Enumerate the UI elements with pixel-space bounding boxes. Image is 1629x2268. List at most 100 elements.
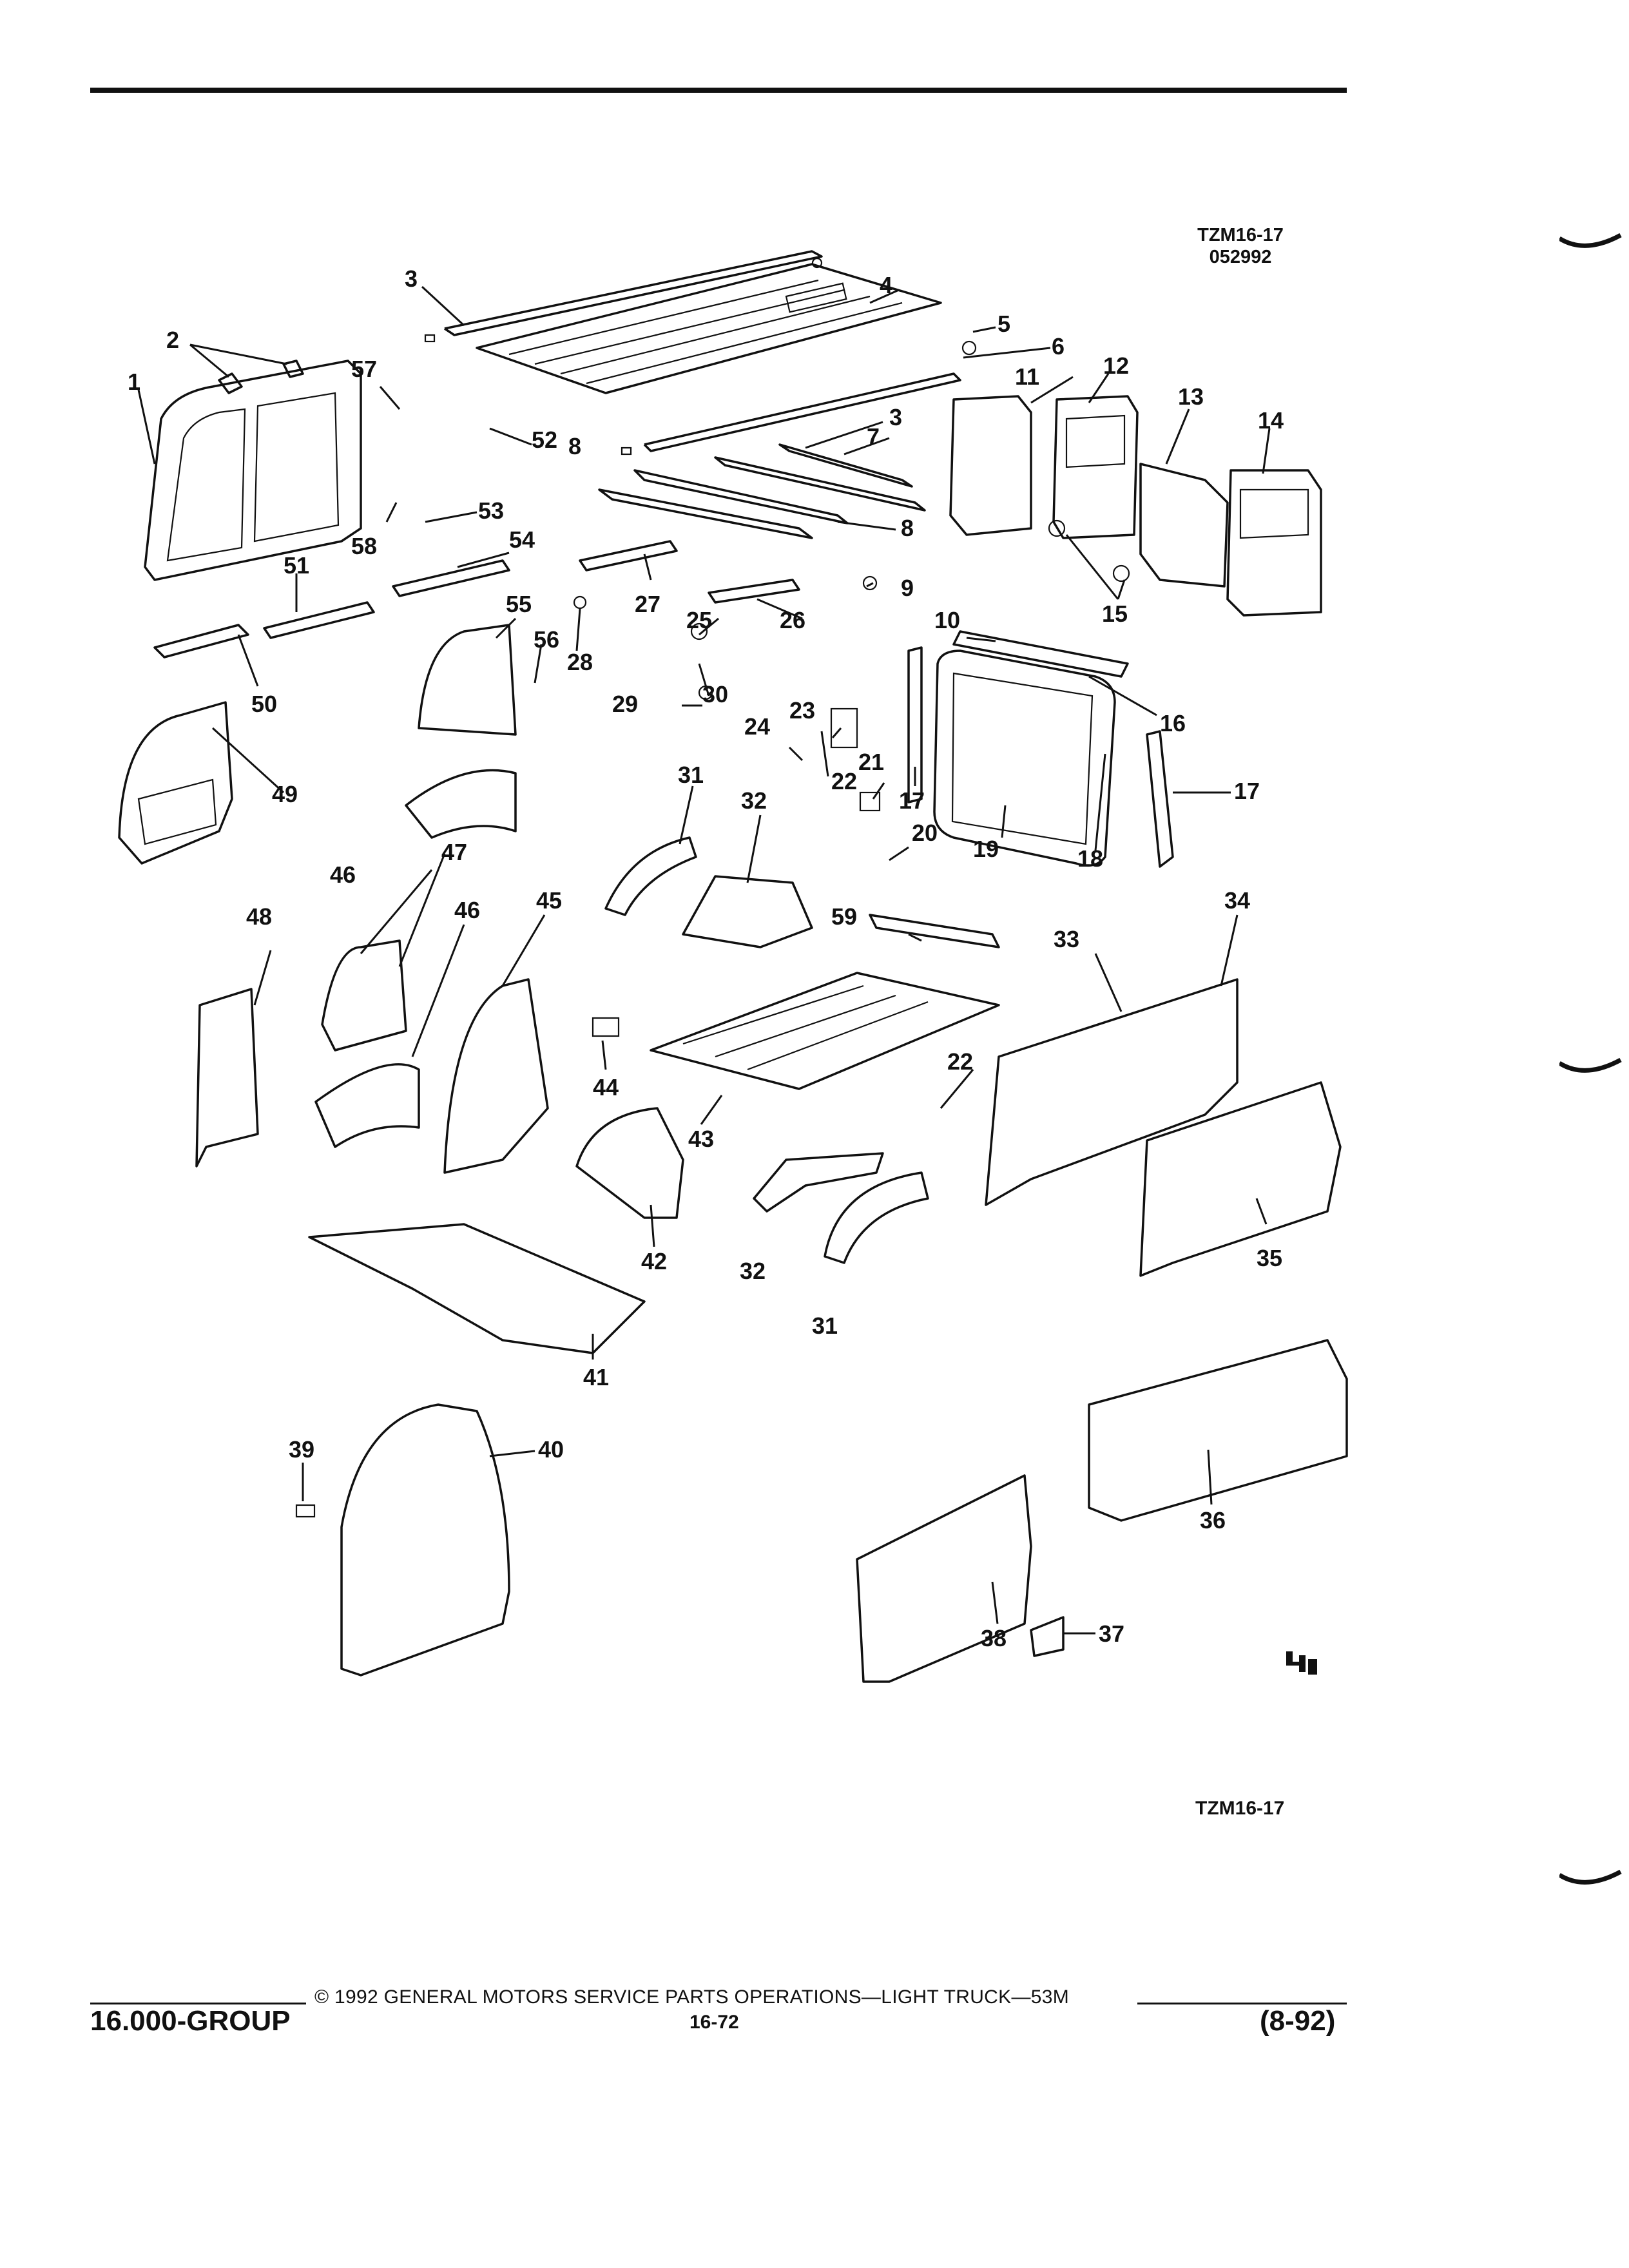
- callout-20: 20: [912, 820, 938, 846]
- revision-date: (8-92): [1260, 2005, 1336, 2037]
- callout-3: 3: [405, 265, 418, 292]
- body-side-frame: [144, 360, 362, 581]
- callout-56: 56: [534, 626, 559, 653]
- callout-6: 6: [1052, 333, 1065, 360]
- rear-quarter-panels: [856, 1339, 1348, 1683]
- callout-54: 54: [509, 526, 535, 553]
- side-panels-middle: [195, 624, 549, 1174]
- callout-4: 4: [880, 272, 892, 298]
- page-number: 16-72: [689, 2012, 739, 2033]
- callout-57: 57: [351, 356, 377, 382]
- callout-23: 23: [789, 697, 815, 724]
- callout-16: 16: [1160, 710, 1186, 736]
- callout-26: 26: [780, 607, 805, 633]
- callout-46: 46: [454, 897, 480, 923]
- callout-47: 47: [441, 839, 467, 865]
- figure-reference-bottom: TZM16-17: [1195, 1798, 1285, 1819]
- callout-12: 12: [1103, 352, 1129, 379]
- callout-40: 40: [538, 1436, 564, 1463]
- callout-44: 44: [593, 1074, 619, 1100]
- callout-50: 50: [251, 691, 277, 717]
- callout-32: 32: [740, 1258, 766, 1284]
- front-door: [118, 701, 233, 865]
- callout-1: 1: [128, 369, 140, 395]
- copyright-line: © 1992 GENERAL MOTORS SERVICE PARTS OPER…: [314, 1986, 1070, 2008]
- pillars: [907, 646, 1174, 868]
- margin-mark: [1559, 233, 1622, 248]
- figure-id: TZM16-17: [1197, 225, 1284, 245]
- margin-mark: [1559, 1869, 1622, 1885]
- roof-bows: [598, 443, 926, 539]
- callout-15: 15: [1102, 601, 1128, 627]
- callout-29: 29: [612, 691, 638, 717]
- callout-25: 25: [686, 607, 712, 633]
- callout-48: 48: [246, 903, 272, 930]
- callout-labels: 1 2 3 3 4 5 6 7 8 8 9 10 11 12 13 14 15 …: [128, 265, 1284, 1651]
- callout-2: 2: [166, 327, 179, 353]
- front-floor: [308, 1223, 646, 1354]
- callout-22: 22: [947, 1048, 973, 1075]
- roof-rail-rear: [621, 372, 961, 456]
- callout-45: 45: [536, 887, 562, 914]
- callout-37: 37: [1099, 1620, 1124, 1647]
- body-side-outer: [985, 978, 1342, 1277]
- callout-28: 28: [567, 649, 593, 675]
- callout-18: 18: [1077, 845, 1103, 872]
- gm-spo-logo: [1286, 1651, 1317, 1675]
- callout-51: 51: [284, 552, 309, 579]
- callout-11: 11: [1015, 363, 1039, 390]
- callout-52: 52: [532, 427, 557, 453]
- callout-42: 42: [641, 1248, 667, 1274]
- callout-34: 34: [1224, 887, 1250, 914]
- figure-reference: TZM16-17 052992: [1182, 224, 1298, 268]
- callout-32: 32: [741, 787, 767, 814]
- callout-8: 8: [568, 433, 581, 459]
- callout-7: 7: [867, 423, 880, 450]
- roof-panel: [476, 263, 942, 394]
- callout-10: 10: [934, 607, 960, 633]
- window-frame: [933, 630, 1129, 867]
- callout-55: 55: [506, 591, 532, 617]
- callout-38: 38: [981, 1625, 1007, 1651]
- floor-pan: [650, 914, 1000, 1090]
- callout-27: 27: [635, 591, 660, 617]
- callout-21: 21: [858, 749, 884, 775]
- callout-43: 43: [688, 1126, 714, 1152]
- callout-53: 53: [478, 497, 504, 524]
- fasteners-and-brackets: [295, 340, 1130, 1518]
- roof-rail-front: [424, 250, 823, 343]
- callout-49: 49: [272, 781, 298, 807]
- callout-17: 17: [899, 787, 925, 814]
- footer-rule: [1137, 2003, 1347, 2004]
- callout-13: 13: [1178, 383, 1204, 410]
- callout-3: 3: [889, 404, 902, 430]
- callout-31: 31: [812, 1312, 838, 1339]
- rails-strips: [153, 540, 800, 658]
- leader-lines: [137, 285, 1271, 1635]
- callout-30: 30: [702, 681, 728, 707]
- callout-59: 59: [831, 903, 857, 930]
- callout-5: 5: [998, 311, 1010, 337]
- callout-46: 46: [330, 861, 356, 888]
- callout-39: 39: [289, 1436, 314, 1463]
- group-number: 16.000-GROUP: [90, 2005, 291, 2037]
- callout-33: 33: [1054, 926, 1079, 952]
- footer-rule: [90, 2003, 306, 2004]
- margin-mark: [1559, 1057, 1622, 1073]
- callout-9: 9: [901, 575, 914, 601]
- callout-14: 14: [1258, 407, 1284, 434]
- callout-17: 17: [1234, 778, 1260, 804]
- figure-date: 052992: [1209, 247, 1272, 267]
- door-frame-40: [340, 1403, 510, 1677]
- callout-35: 35: [1257, 1245, 1282, 1271]
- callout-19: 19: [973, 836, 999, 862]
- top-rule: [90, 88, 1347, 93]
- callout-22: 22: [831, 768, 857, 794]
- callout-8: 8: [901, 515, 914, 541]
- callout-31: 31: [678, 762, 704, 788]
- callout-24: 24: [744, 713, 770, 740]
- wheel-houses: [575, 836, 929, 1264]
- callout-41: 41: [583, 1364, 609, 1390]
- callout-58: 58: [351, 533, 377, 559]
